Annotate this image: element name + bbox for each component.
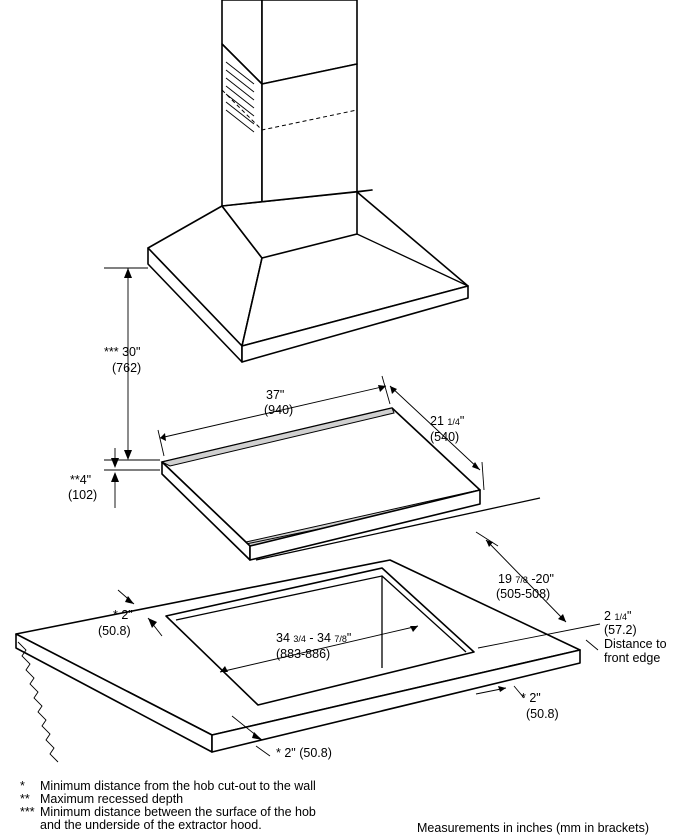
wall-gap-left-mm: (50.8) (98, 624, 131, 638)
legend-mark: * (20, 779, 25, 793)
wall-gap-left-label: * 2" (113, 608, 133, 622)
countertop (15, 559, 581, 763)
hob-width-label: 37" (266, 388, 284, 402)
legend-row: and the underside of the extractor hood. (20, 819, 420, 832)
footnote-legend: * Minimum distance from the hob cut-out … (20, 780, 420, 832)
legend-mark: ** (20, 792, 30, 806)
hob-depth-label: 21 1/4" (430, 414, 464, 428)
legend-mark: *** (20, 805, 35, 819)
front-edge-caption-2: front edge (604, 651, 660, 665)
hob-depth-mm: (540) (430, 430, 459, 444)
wall-gap-right-mm: (50.8) (526, 707, 559, 721)
vent-grille (225, 61, 255, 133)
hood-height-mm: (762) (112, 361, 141, 375)
extractor-hood (147, 0, 469, 363)
cutout-depth-label: 19 7/8 -20" (498, 572, 554, 586)
legend-text: Minimum distance between the surface of … (40, 805, 316, 819)
cooktop-hob (160, 407, 481, 561)
dimension-lines (104, 267, 601, 757)
wall-gap-right-label: * 2" (521, 691, 541, 705)
recess-depth-mm: (102) (68, 488, 97, 502)
recess-depth-label: **4" (70, 473, 91, 487)
hob-cutout (165, 567, 475, 706)
legend-row: ** Maximum recessed depth (20, 793, 420, 806)
front-edge-label: 2 1/4" (604, 609, 631, 623)
cutout-depth-mm: (505-508) (496, 587, 550, 601)
legend-row: *** Minimum distance between the surface… (20, 806, 420, 819)
cutout-width-mm: (883-886) (276, 647, 330, 661)
front-edge-caption-1: Distance to (604, 637, 667, 651)
legend-text: Minimum distance from the hob cut-out to… (40, 779, 316, 793)
wall-gap-bottom-label: * 2" (50.8) (276, 746, 332, 760)
legend-row: * Minimum distance from the hob cut-out … (20, 780, 420, 793)
hob-width-mm: (940) (264, 403, 293, 417)
legend-text: Maximum recessed depth (40, 792, 184, 806)
wall-line (255, 497, 541, 561)
hood-height-label: *** 30" (104, 345, 140, 359)
legend-text: and the underside of the extractor hood. (40, 818, 262, 832)
front-edge-mm: (57.2) (604, 623, 637, 637)
units-note: Measurements in inches (mm in brackets) (417, 821, 650, 835)
legend-mark (20, 819, 40, 832)
cutout-width-label: 34 3/4 - 34 7/8" (276, 631, 351, 645)
